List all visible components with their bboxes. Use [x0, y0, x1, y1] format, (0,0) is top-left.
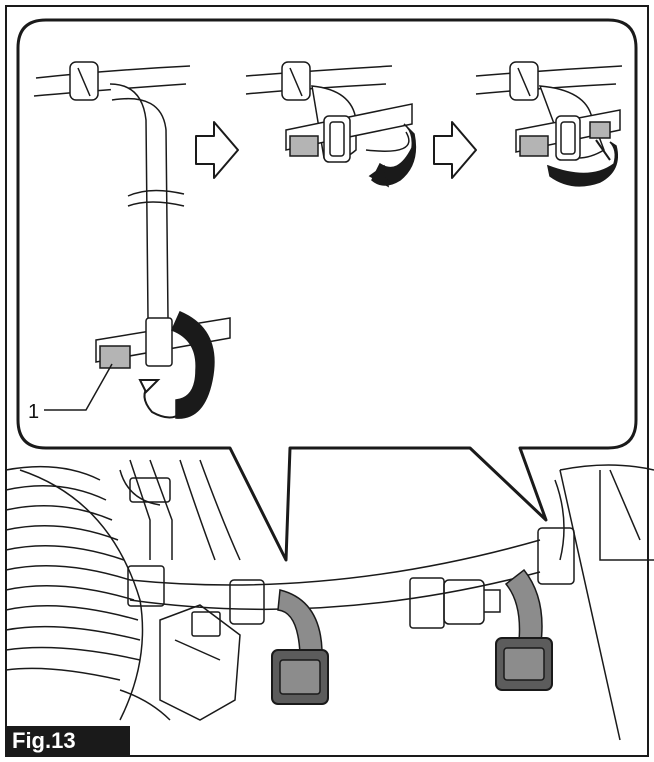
hook-loop-patch	[100, 346, 130, 368]
backpack-harness-scene	[6, 460, 654, 740]
figure-label: Fig.13	[6, 726, 130, 756]
hook-loop-patch	[290, 136, 318, 156]
belt-strap-right	[496, 570, 552, 690]
hook-loop-patch	[520, 136, 548, 156]
callout-number-1: 1	[28, 401, 39, 423]
